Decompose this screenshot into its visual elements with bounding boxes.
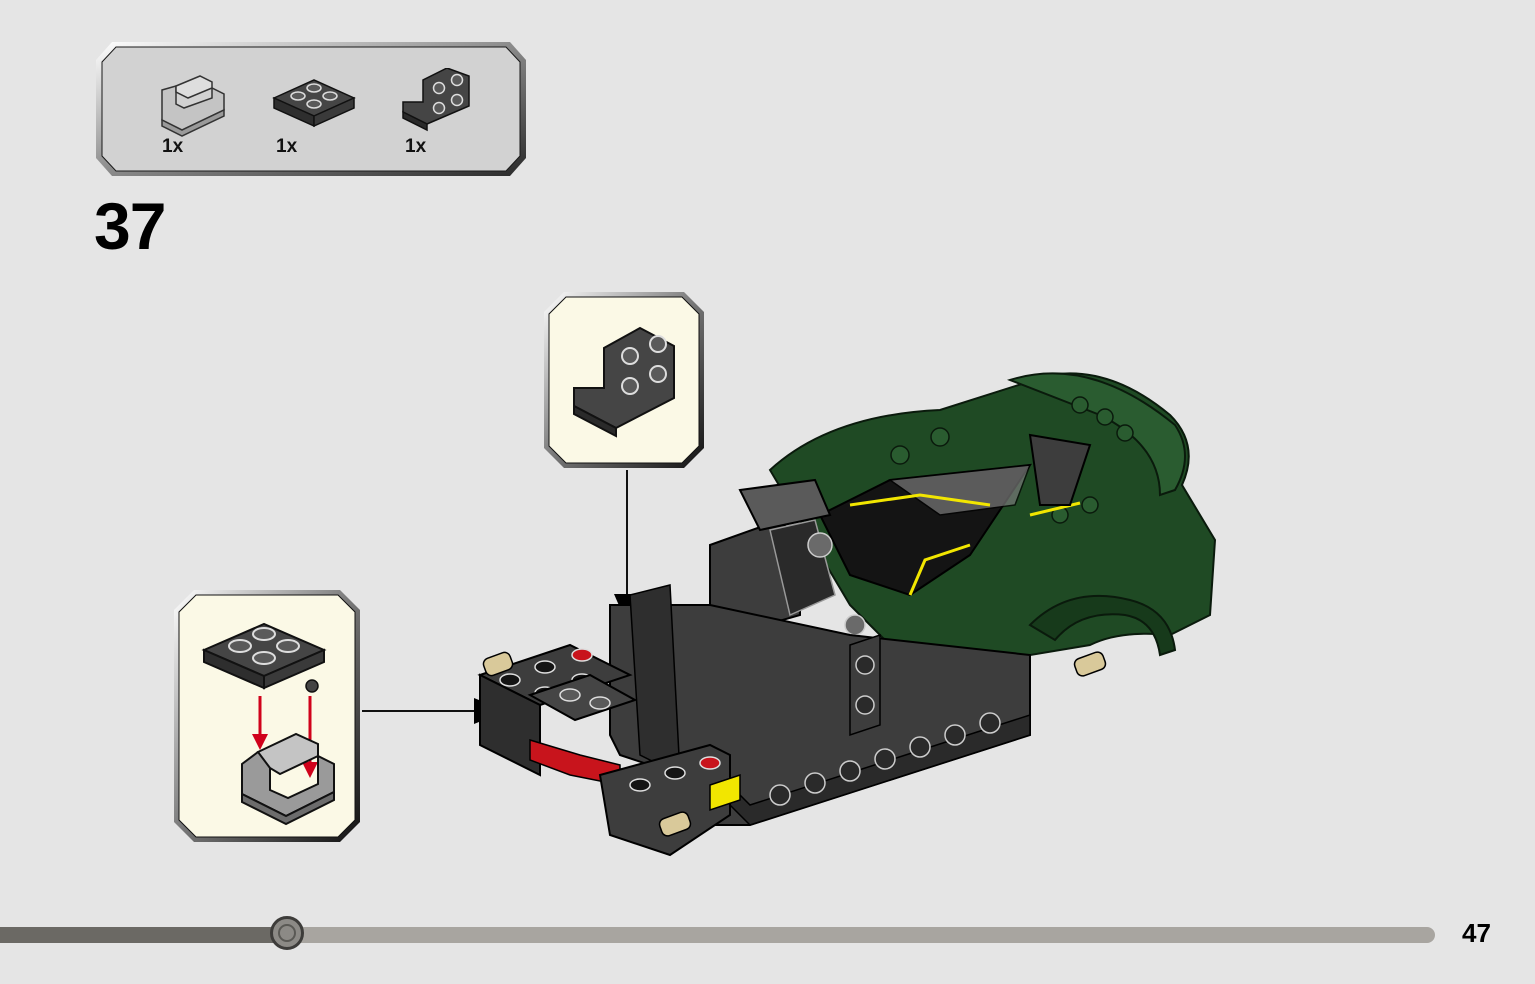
page-number: 47 bbox=[1462, 918, 1491, 948]
car-axles bbox=[482, 651, 1107, 837]
part-qty: 1x bbox=[162, 136, 184, 157]
plate-2x2-icon bbox=[272, 79, 356, 128]
progress-fill bbox=[0, 927, 287, 943]
progress-track bbox=[0, 927, 1435, 943]
car-engine-bay bbox=[709, 478, 866, 637]
car-model-svg bbox=[477, 372, 1217, 857]
part-qty: 1x bbox=[405, 136, 427, 157]
part-item-plate: 1x bbox=[268, 68, 358, 168]
angle-bracket-icon bbox=[573, 326, 675, 438]
clip-bracket-icon bbox=[241, 732, 335, 826]
car-front-block bbox=[477, 643, 741, 857]
car-canopy bbox=[818, 433, 1092, 597]
part-item-clip: 1x bbox=[154, 68, 244, 168]
callout-angle-bracket bbox=[542, 290, 706, 470]
plate-2x2-icon bbox=[201, 622, 327, 693]
car-model-illustration bbox=[470, 355, 1230, 880]
callout-plate-clip bbox=[172, 588, 362, 844]
clip-bracket-icon bbox=[161, 75, 225, 137]
progress-knob bbox=[270, 916, 304, 950]
angle-bracket-2x2-icon bbox=[402, 68, 470, 132]
part-item-angle-bracket: 1x bbox=[397, 68, 487, 168]
callout-frame bbox=[544, 292, 704, 468]
callout-frame bbox=[174, 590, 360, 842]
step-number: 37 bbox=[94, 189, 166, 263]
car-body-green bbox=[768, 372, 1217, 697]
parts-list-box: 1x 1x 1x bbox=[94, 40, 528, 178]
progress-bar bbox=[0, 916, 1440, 950]
part-qty: 1x bbox=[276, 136, 298, 157]
